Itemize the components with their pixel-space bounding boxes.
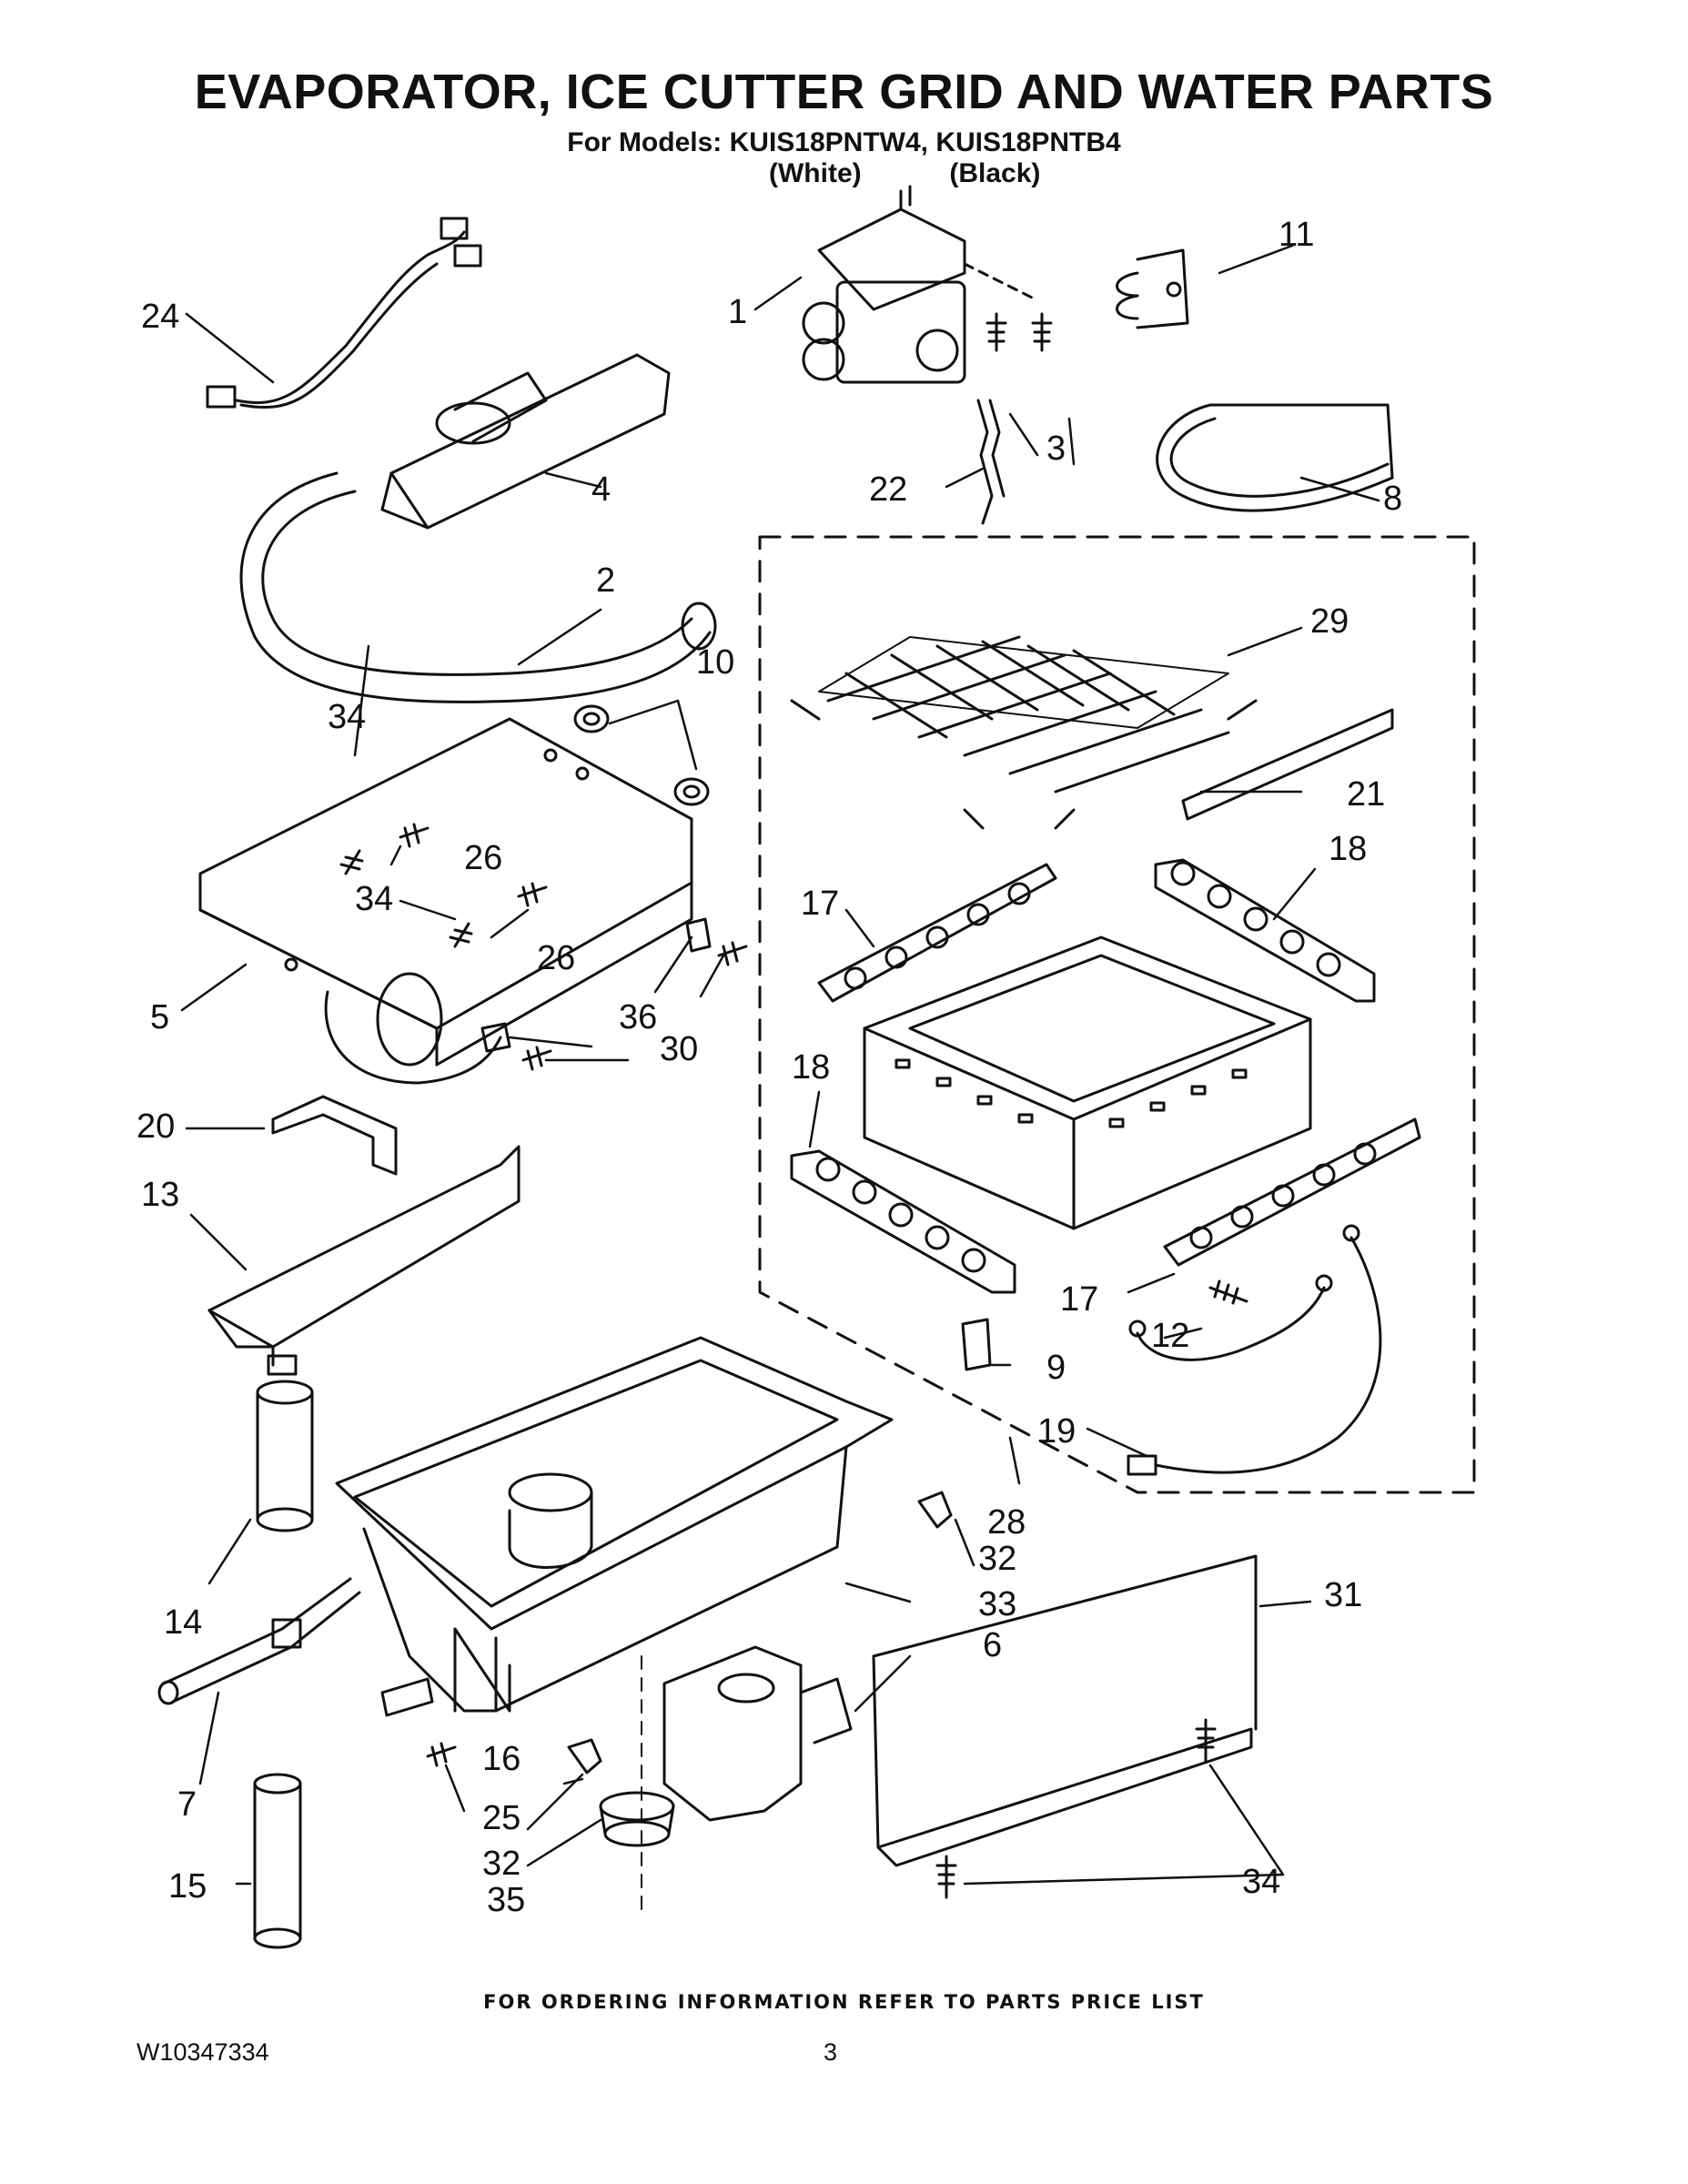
part-2-heater-tube bbox=[239, 471, 717, 703]
part-25-screw bbox=[426, 1742, 457, 1767]
part-1-water-valve-assembly bbox=[802, 185, 1039, 384]
callout-7: 7 bbox=[177, 1785, 197, 1824]
part-30-screw bbox=[717, 941, 748, 966]
part-9-clip bbox=[961, 1318, 992, 1371]
callout-15: 15 bbox=[168, 1867, 207, 1906]
ordering-note: FOR ORDERING INFORMATION REFER TO PARTS … bbox=[483, 1991, 1205, 2013]
variant-white-label: (White) bbox=[769, 158, 862, 188]
part-19-wire-harness bbox=[1127, 1224, 1382, 1476]
callout-19: 19 bbox=[1037, 1412, 1076, 1451]
part-6-auger-motor bbox=[662, 1645, 853, 1822]
part-32-clip-lower bbox=[567, 1738, 602, 1774]
callout-9: 9 bbox=[1046, 1349, 1066, 1387]
callout-12: 12 bbox=[1151, 1317, 1189, 1355]
callout-35: 35 bbox=[487, 1881, 525, 1919]
leader-lines bbox=[180, 244, 1380, 1886]
callout-1: 1 bbox=[728, 293, 747, 331]
callout-26-lower: 26 bbox=[537, 939, 575, 977]
callout-14: 14 bbox=[164, 1603, 202, 1642]
assembly-28-dashed-outline bbox=[758, 535, 1476, 1494]
part-22-tube bbox=[976, 399, 1006, 525]
callout-24: 24 bbox=[141, 298, 179, 336]
callout-6: 6 bbox=[983, 1626, 1002, 1664]
callout-18-upper: 18 bbox=[1329, 830, 1367, 868]
callout-2: 2 bbox=[596, 561, 615, 600]
part-4-fill-cup-bracket bbox=[380, 353, 671, 530]
part-3-screws bbox=[986, 312, 1053, 352]
models-line: For Models: KUIS18PNTW4, KUIS18PNTB4 bbox=[567, 127, 1121, 157]
part-14-fill-tube bbox=[256, 1380, 314, 1532]
callout-18-lower: 18 bbox=[792, 1048, 830, 1087]
document-number: W10347334 bbox=[136, 2038, 269, 2066]
callout-31: 31 bbox=[1324, 1576, 1362, 1614]
callout-3: 3 bbox=[1046, 430, 1066, 468]
callout-34-lower: 34 bbox=[1242, 1863, 1280, 1901]
callout-36: 36 bbox=[619, 998, 657, 1036]
callout-30: 30 bbox=[660, 1030, 698, 1068]
part-30-screw-lower bbox=[521, 1046, 552, 1071]
callout-34-upper: 34 bbox=[328, 698, 366, 736]
callout-labels: 1 2 3 4 5 6 7 8 9 10 11 12 13 14 15 16 1… bbox=[136, 216, 1402, 1919]
part-5-evaporator-housing bbox=[198, 717, 693, 1085]
callout-25: 25 bbox=[482, 1799, 521, 1837]
part-35-cap bbox=[599, 1791, 675, 1847]
part-16-bracket bbox=[380, 1677, 434, 1717]
callout-32-upper: 32 bbox=[978, 1540, 1016, 1578]
page-number: 3 bbox=[824, 2038, 838, 2066]
callout-21: 21 bbox=[1347, 775, 1385, 814]
callout-33: 33 bbox=[978, 1585, 1016, 1623]
part-36-clip-lower bbox=[480, 1022, 511, 1053]
part-31-cover-panel bbox=[872, 1554, 1258, 1867]
part-34-screw-c bbox=[935, 1855, 957, 1899]
part-29-evaporator-grid bbox=[790, 635, 1258, 830]
part-34-screw-d bbox=[1195, 1718, 1217, 1763]
callout-16: 16 bbox=[482, 1740, 521, 1778]
callout-20: 20 bbox=[136, 1107, 175, 1146]
part-26-screw-b bbox=[517, 882, 548, 907]
part-12-screw bbox=[1208, 1279, 1248, 1305]
part-20-bracket bbox=[271, 1095, 398, 1176]
model-variants: (White) (Black) bbox=[769, 158, 1040, 189]
callout-10: 10 bbox=[696, 643, 734, 682]
part-26-screw-a bbox=[399, 823, 430, 848]
part-24-wire-harness bbox=[206, 217, 482, 410]
callout-17-upper: 17 bbox=[801, 885, 839, 923]
part-7-drain-pipe bbox=[157, 1577, 361, 1705]
part-21-strip bbox=[1181, 708, 1394, 821]
part-32-clip-upper bbox=[917, 1491, 953, 1529]
part-17-lower-bar bbox=[1163, 1117, 1421, 1267]
callout-32-lower: 32 bbox=[482, 1845, 521, 1883]
part-15-drain-tube bbox=[253, 1773, 302, 1949]
part-34-screw-b bbox=[449, 922, 473, 948]
callout-5: 5 bbox=[150, 998, 169, 1036]
part-34-screw-a bbox=[339, 849, 364, 875]
part-33-ice-bin bbox=[335, 1336, 894, 1713]
part-11-clip bbox=[1116, 248, 1189, 329]
page-title: EVAPORATOR, ICE CUTTER GRID AND WATER PA… bbox=[194, 65, 1494, 119]
part-36-clip bbox=[685, 917, 712, 953]
variant-black-label: (Black) bbox=[949, 158, 1041, 188]
callout-29: 29 bbox=[1310, 602, 1349, 641]
part-10-grommets bbox=[573, 704, 710, 806]
part-18-upper-bar bbox=[1154, 858, 1376, 1003]
part-18-lower-bar bbox=[790, 1149, 1016, 1294]
callout-11: 11 bbox=[1279, 216, 1314, 254]
callout-17-lower: 17 bbox=[1060, 1280, 1098, 1319]
callout-4: 4 bbox=[591, 470, 611, 509]
callout-22: 22 bbox=[869, 470, 907, 509]
part-13-fill-trough bbox=[207, 1145, 521, 1376]
callout-13: 13 bbox=[141, 1176, 179, 1214]
part-8-u-tube bbox=[1156, 403, 1394, 512]
callout-26-upper: 26 bbox=[464, 839, 502, 877]
part-17-upper-bar bbox=[817, 863, 1057, 1003]
callout-8: 8 bbox=[1383, 480, 1402, 518]
callout-28: 28 bbox=[987, 1503, 1026, 1542]
cutter-grid-frame bbox=[863, 935, 1312, 1230]
callout-34-middle: 34 bbox=[355, 880, 393, 918]
